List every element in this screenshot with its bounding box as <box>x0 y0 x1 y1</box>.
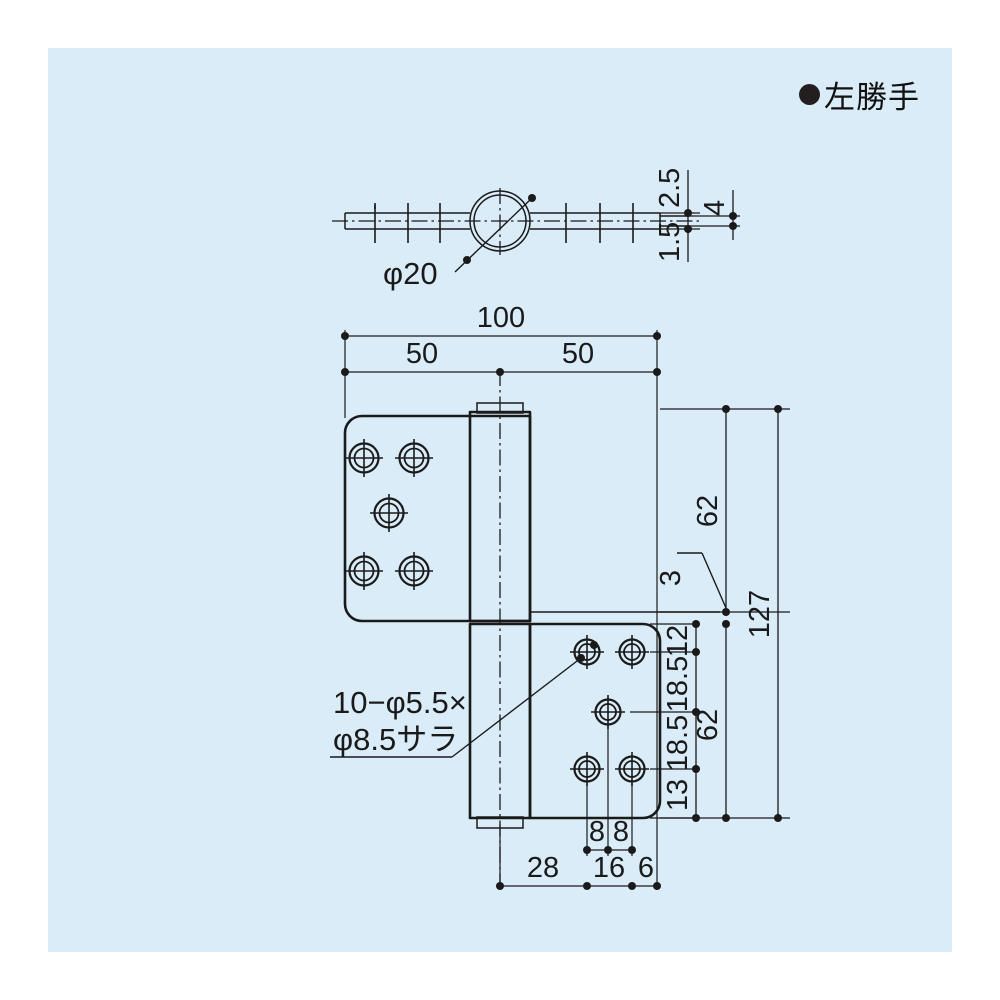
callout-line1: 10−φ5.5× <box>333 685 467 720</box>
page-title: 左勝手 <box>799 72 920 117</box>
right-dimension-chain: 62 3 127 62 <box>630 405 790 822</box>
dim-18-5-b: 18.5 <box>662 715 694 771</box>
dim-16: 16 <box>593 852 625 884</box>
dim-100: 100 <box>477 302 525 334</box>
dim-12: 12 <box>662 625 694 657</box>
hole-upper-1 <box>343 437 385 479</box>
dim-2-5: 2.5 <box>654 168 686 208</box>
hole-lower-2 <box>613 633 651 671</box>
hole-lower-1 <box>568 633 606 671</box>
hole-upper-3 <box>368 492 410 534</box>
dim-50-left: 50 <box>406 338 438 370</box>
dim-62-upper: 62 <box>692 495 724 527</box>
dim-8-a: 8 <box>589 816 605 848</box>
upper-leaf <box>343 414 532 623</box>
hole-upper-5 <box>393 550 435 592</box>
dim-4: 4 <box>699 200 731 216</box>
hole-lower-5 <box>613 750 651 788</box>
dim-8-b: 8 <box>613 816 629 848</box>
dim-28: 28 <box>527 852 559 884</box>
page-title-text: 左勝手 <box>824 80 920 115</box>
dim-13: 13 <box>662 779 694 811</box>
hole-upper-4 <box>343 550 385 592</box>
bottom-dimension-chain: 8 8 28 16 6 <box>496 727 661 890</box>
dim-50-right: 50 <box>562 338 594 370</box>
dim-127: 127 <box>744 590 776 638</box>
hole-callout: 10−φ5.5× φ8.5サラ <box>330 641 598 758</box>
phi20-label: φ20 <box>383 256 438 291</box>
dim-1-5: 1.5 <box>654 222 686 262</box>
top-section-view: φ20 2.5 1.5 4 <box>332 168 740 291</box>
hole-lower-4 <box>568 750 606 788</box>
callout-line2: φ8.5サラ <box>333 722 458 757</box>
dim-18-5-a: 18.5 <box>662 656 694 712</box>
top-dimension-chain: 100 50 50 <box>341 302 661 818</box>
hole-upper-2 <box>393 437 435 479</box>
knuckle-barrel <box>468 370 532 884</box>
dim-6: 6 <box>638 852 654 884</box>
dim-3: 3 <box>655 570 687 586</box>
bullet-icon <box>799 84 820 105</box>
hole-lower-3 <box>589 693 627 731</box>
